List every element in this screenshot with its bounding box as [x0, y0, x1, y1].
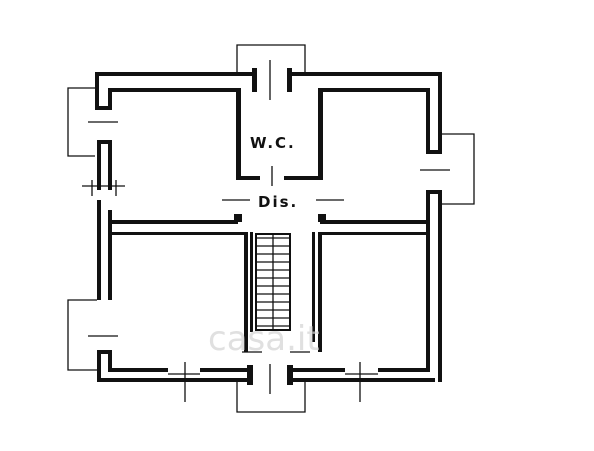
- outer-wall-top-right-outer: [290, 72, 442, 76]
- room-label-wc: W.C.: [250, 134, 296, 152]
- left-room-top-wall-inner: [108, 232, 248, 235]
- outer-wall-bottom-right-inner-b: [378, 368, 428, 372]
- top-entrance-outline: [236, 44, 306, 72]
- outer-wall-top-right-inner: [320, 88, 428, 92]
- room-label-dis: Dis.: [258, 193, 298, 211]
- outer-wall-left-top-outer: [95, 72, 99, 110]
- staircase: [255, 233, 291, 331]
- interior-walls: [108, 88, 430, 353]
- stair-post-right: [318, 214, 326, 222]
- wc-wall-bottom-left: [236, 176, 260, 180]
- outer-wall-top-left-inner: [110, 88, 238, 92]
- outer-wall-right-mid-cap: [426, 190, 442, 194]
- watermark-logo: casa.it: [208, 319, 320, 359]
- stair-wall-right: [318, 232, 322, 352]
- top-entrance-jamb-left: [252, 68, 257, 92]
- stair-wall-left: [244, 232, 248, 352]
- outer-wall-right-top-cap: [426, 150, 442, 154]
- outer-wall-left-top-inner: [108, 88, 112, 108]
- outer-wall-bottom-left-outer: [97, 378, 247, 382]
- outer-wall-bottom-right-outer: [290, 378, 435, 382]
- left-wall-jamb-2: [97, 350, 111, 354]
- outer-wall-right-bottom-outer: [438, 190, 442, 382]
- left-wall-seg-4-inner: [108, 350, 112, 372]
- left-room-top-wall: [108, 220, 238, 224]
- right-room-top-wall-inner: [320, 232, 430, 235]
- stair-wall-left-inner: [250, 232, 253, 332]
- left-wall-seg-2-inner: [108, 140, 112, 190]
- right-room-top-wall: [320, 220, 430, 224]
- bottom-entrance-jamb-left: [247, 365, 253, 385]
- outer-wall-right-bottom-inner: [426, 190, 430, 372]
- outer-wall-right-top-outer: [438, 72, 442, 152]
- stair-wall-right-inner: [312, 232, 315, 342]
- outer-wall-bottom-left-inner-a: [108, 368, 168, 372]
- outer-wall-right-top-inner: [426, 88, 430, 152]
- wc-wall-right: [318, 88, 323, 180]
- top-entrance-jamb-right: [287, 68, 292, 92]
- left-wall-seg-3-inner: [108, 210, 112, 300]
- outer-wall-bottom-left-inner-b: [200, 368, 252, 372]
- wc-wall-left: [236, 88, 241, 180]
- outer-walls: [67, 44, 475, 413]
- wc-wall-bottom-right: [284, 176, 323, 180]
- outer-wall-top-left-outer: [95, 72, 255, 76]
- bottom-entrance-jamb-right: [287, 365, 293, 385]
- left-wall-seg-3-outer: [97, 200, 101, 300]
- left-bay-bottom-outline: [67, 299, 97, 371]
- left-wall-seg-4-outer: [97, 350, 101, 380]
- stair-post-left: [234, 214, 242, 222]
- right-bay-outline: [442, 133, 475, 205]
- outer-wall-bottom-right-inner-a: [290, 368, 345, 372]
- left-bay-top-outline: [67, 87, 95, 157]
- left-wall-jamb-1: [97, 140, 111, 144]
- left-wall-seg-2-outer: [97, 140, 101, 190]
- bottom-entrance-outline: [236, 382, 306, 413]
- stair-treads: [256, 237, 290, 327]
- outer-wall-left-top-cap: [95, 106, 112, 110]
